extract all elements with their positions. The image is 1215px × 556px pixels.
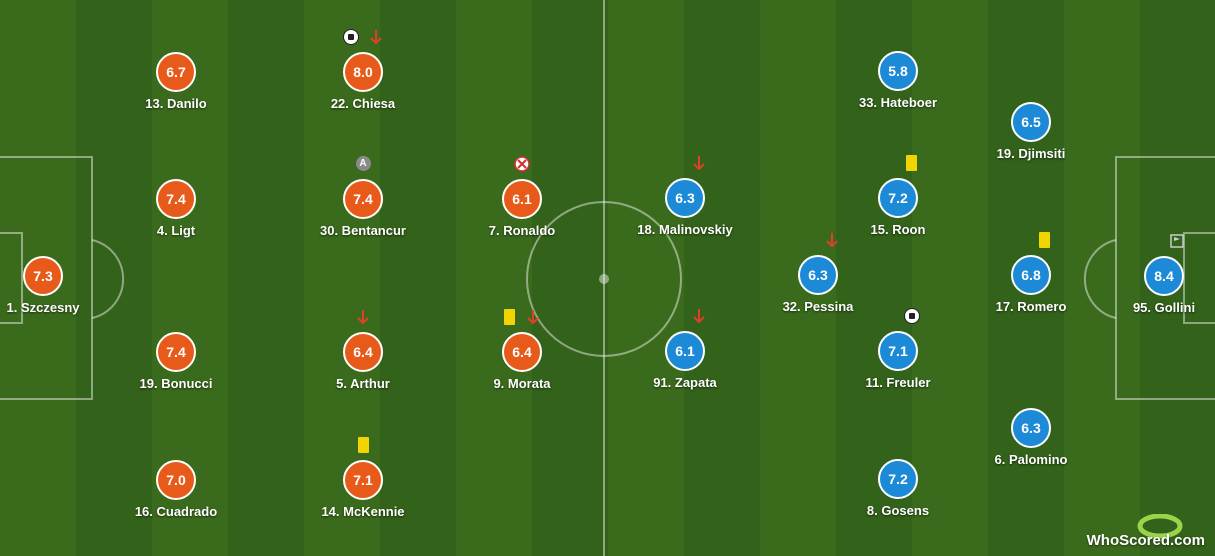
sub-off-arrow-icon [370,29,382,45]
player-rating: 8.4 [1144,256,1184,296]
player-rating: 6.4 [502,332,542,372]
yellow-card-icon [1039,231,1050,248]
player-name: 14. McKennie [321,504,405,519]
player-freuler[interactable]: 7.1 11. Freuler [828,307,968,390]
player-name: 8. Gosens [866,503,930,518]
player-name: 17. Romero [995,299,1067,314]
player-name: 1. Szczesny [6,300,80,315]
yellow-card-icon [357,436,369,453]
player-chiesa[interactable]: 8.0 22. Chiesa [293,28,433,111]
player-name: 91. Zapata [653,375,717,390]
player-rating: 6.7 [156,52,196,92]
player-rating: 7.2 [878,178,918,218]
player-rating: 7.4 [156,179,196,219]
player-event-icons [961,231,1101,249]
player-arthur[interactable]: 6.4 5. Arthur [293,309,433,391]
player-name: 18. Malinovskiy [637,222,733,237]
player-hateboer[interactable]: 5.8 33. Hateboer [828,51,968,110]
sub-off-arrow-icon [527,309,539,325]
player-rating: 6.1 [502,179,542,219]
player-roon[interactable]: 7.2 15. Roon [828,154,968,237]
player-name: 16. Cuadrado [134,504,218,519]
player-event-icons [615,154,755,172]
corner-flag-icon [1169,234,1184,248]
player-bonucci[interactable]: 7.4 19. Bonucci [106,332,246,391]
sub-off-arrow-icon [357,309,369,325]
player-rating: 7.4 [156,332,196,372]
player-name: 5. Arthur [336,376,390,391]
player-event-icons [828,154,968,172]
player-name: 22. Chiesa [330,96,396,111]
player-bentancur[interactable]: A 7.4 30. Bentancur [293,156,433,238]
player-rating: 7.1 [343,460,383,500]
player-event-icons [293,28,433,46]
player-event-icons [452,155,592,173]
sub-off-arrow-icon [825,232,838,248]
player-rating: 6.3 [665,178,705,218]
player-name: 7. Ronaldo [488,223,556,238]
player-name: 13. Danilo [145,96,207,111]
player-gollini[interactable]: 8.4 95. Gollini [1094,234,1215,315]
brand-watermark: WhoScored.com [1087,532,1205,550]
whoscored-logo-icon [1137,514,1183,539]
brand-text: WhoScored.com [1086,532,1205,549]
player-event-icons [293,436,433,454]
player-rating: 6.3 [798,255,838,295]
player-danilo[interactable]: 6.7 13. Danilo [106,52,246,111]
player-mckennie[interactable]: 7.1 14. McKennie [293,436,433,519]
player-name: 95. Gollini [1132,300,1196,315]
player-rating: 8.0 [343,52,383,92]
player-palomino[interactable]: 6.3 6. Palomino [961,408,1101,467]
player-pessina[interactable]: 6.3 32. Pessina [748,232,888,314]
player-name: 30. Bentancur [320,223,406,238]
yellow-card-icon [504,308,516,325]
player-name: 15. Roon [870,222,926,237]
player-name: 6. Palomino [994,452,1068,467]
player-romero[interactable]: 6.8 17. Romero [961,231,1101,314]
player-gosens[interactable]: 7.2 8. Gosens [828,459,968,518]
player-rating: 7.4 [343,179,383,219]
player-event-icons [615,307,755,325]
player-event-icons [452,308,592,326]
player-event-icons: A [293,155,433,173]
player-zapata[interactable]: 6.1 91. Zapata [615,308,755,390]
player-event-icons [293,308,433,326]
player-name: 11. Freuler [865,375,931,390]
player-ligt[interactable]: 7.4 4. Ligt [106,179,246,238]
ball-icon [903,307,920,324]
player-malinovskiy[interactable]: 6.3 18. Malinovskiy [615,155,755,237]
sub-off-arrow-icon [692,155,705,171]
player-morata[interactable]: 6.4 9. Morata [452,308,592,391]
player-djimsiti[interactable]: 6.5 19. Djimsiti [961,102,1101,161]
captain-icon: A [355,156,371,172]
player-rating: 6.4 [343,332,383,372]
sub-off-arrow-icon [692,308,705,324]
player-event-icons [748,231,888,249]
player-name: 19. Djimsiti [996,146,1066,161]
player-name: 33. Hateboer [858,95,938,110]
player-event-icons [1094,232,1215,250]
player-rating: 6.5 [1011,102,1051,142]
player-rating: 6.8 [1011,255,1051,295]
player-ronaldo[interactable]: 6.1 7. Ronaldo [452,156,592,238]
player-rating: 5.8 [878,51,918,91]
player-name: 9. Morata [493,376,551,391]
player-rating: 7.3 [23,256,63,296]
player-rating: 7.1 [878,331,918,371]
player-rating: 7.2 [878,459,918,499]
player-rating: 6.3 [1011,408,1051,448]
yellow-card-icon [906,154,917,171]
ball-icon [342,28,359,45]
player-event-icons [828,307,968,325]
player-cuadrado[interactable]: 7.0 16. Cuadrado [106,460,246,519]
player-szczesny[interactable]: 7.3 1. Szczesny [0,256,113,315]
player-rating: 6.1 [665,331,705,371]
player-name: 4. Ligt [156,223,196,238]
missed-chance-icon [514,156,530,172]
player-rating: 7.0 [156,460,196,500]
player-name: 32. Pessina [782,299,854,314]
player-name: 19. Bonucci [139,376,213,391]
